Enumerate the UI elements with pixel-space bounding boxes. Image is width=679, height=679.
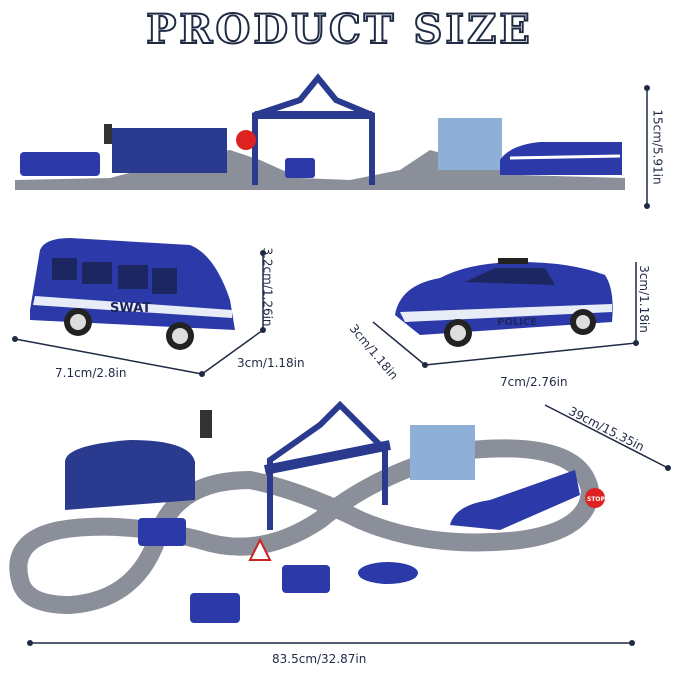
- stop-sign-icon: [585, 488, 605, 508]
- traffic-light-icon: [200, 410, 212, 438]
- swat-van-image: SWAT: [30, 238, 235, 350]
- van-height-label: 3.2cm/1.26in: [260, 247, 275, 327]
- train-icon: [20, 152, 100, 176]
- van-length-label: 7.1cm/2.8in: [55, 366, 127, 380]
- train-engine-icon: [450, 470, 580, 530]
- police-station-icon: [410, 425, 475, 480]
- car-height-label: 3cm/1.18in: [636, 265, 651, 333]
- svg-text:STOP: STOP: [587, 496, 606, 503]
- tunnel-icon: [65, 440, 195, 510]
- van-width-label: 3cm/1.18in: [237, 356, 305, 370]
- car-label: POLICE: [497, 317, 537, 328]
- police-station-icon: [438, 118, 502, 170]
- car-length-label: 7cm/2.76in: [500, 375, 568, 389]
- set-height-label: 15cm/5.91in: [650, 109, 665, 185]
- police-car-image: POLICE: [395, 258, 613, 347]
- stop-sign-icon: [236, 130, 256, 150]
- side-view-track-set: [15, 73, 625, 190]
- page-title: PRODUCT SIZE: [145, 5, 533, 54]
- van-label: SWAT: [110, 301, 151, 316]
- layout-length-label: 83.5cm/32.87in: [272, 652, 367, 666]
- layout-track-image: STOP: [9, 400, 606, 623]
- tunnel-icon: [112, 128, 227, 173]
